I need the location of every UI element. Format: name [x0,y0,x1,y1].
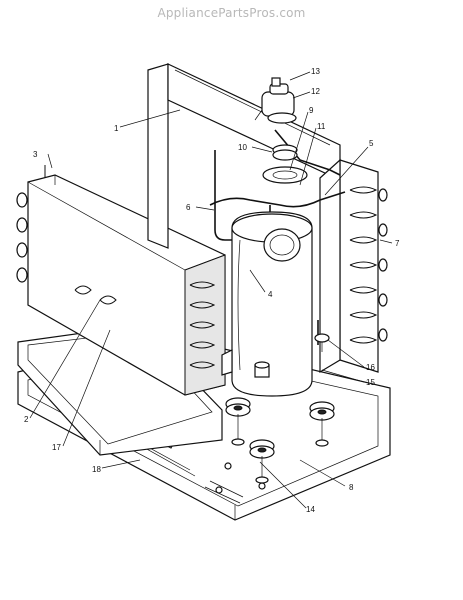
callout-6: 6 [186,203,191,212]
grommet [309,401,335,447]
compressor-mounts [225,333,335,484]
callout-3: 3 [33,150,38,159]
callout-13: 13 [311,67,320,76]
callout-2: 2 [24,415,29,424]
evaporator-coil [319,158,388,374]
callout-17: 17 [52,443,61,452]
callout-14: 14 [306,505,315,514]
callout-11: 11 [317,122,326,131]
callout-1: 1 [114,124,119,133]
callout-12: 12 [311,87,320,96]
callout-7: 7 [395,239,400,248]
callout-4: 4 [268,290,273,299]
watermark: AppliancePartsPros.com [157,6,306,20]
callout-16: 16 [366,363,375,372]
callout-labels: 1 2 3 4 5 6 7 8 9 10 11 12 13 14 15 16 1… [24,67,400,514]
grommet [249,439,275,484]
callout-15: 15 [366,378,375,387]
callout-5: 5 [369,139,374,148]
callout-18: 18 [92,465,101,474]
callout-8: 8 [349,483,354,492]
condenser-coil [16,165,226,396]
reversing-valve [254,77,297,124]
callout-10: 10 [238,143,247,152]
leader-lines [29,71,393,509]
grommet [225,397,251,446]
compressor [221,211,313,397]
callout-9: 9 [309,106,314,115]
mount-bolt [314,333,330,352]
